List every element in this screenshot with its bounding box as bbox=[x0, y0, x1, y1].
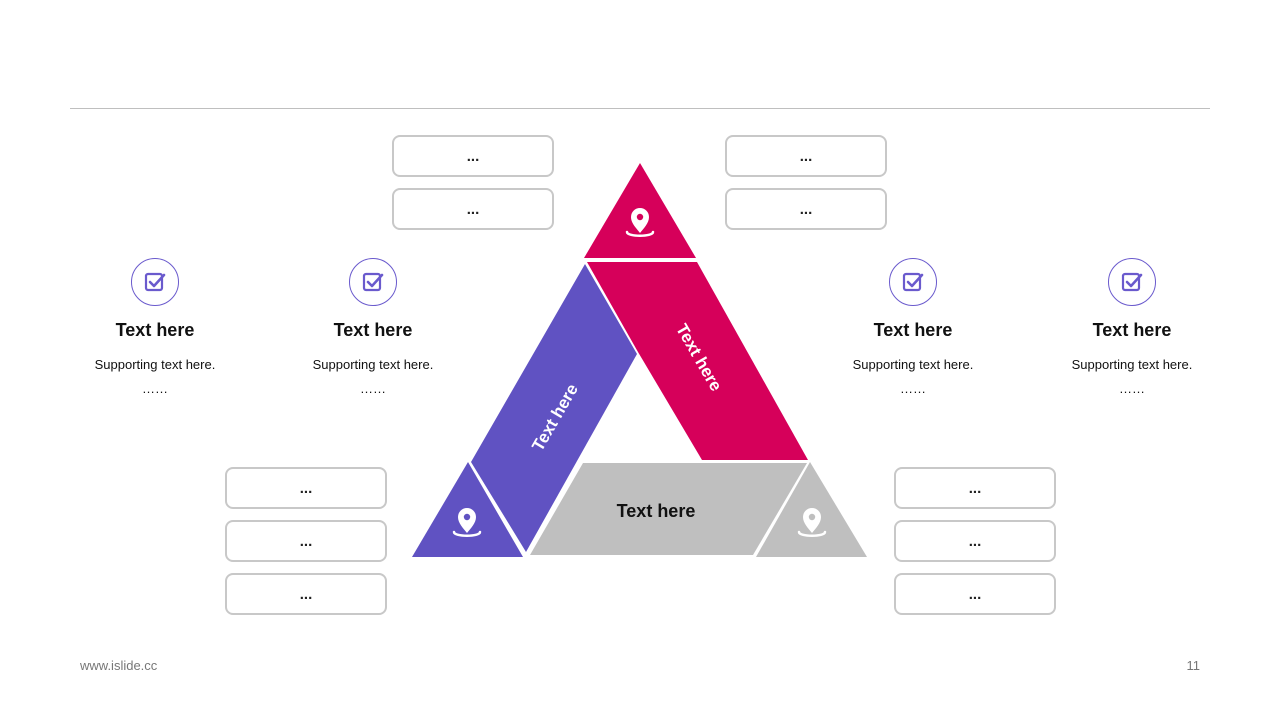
feature-title: Text here bbox=[1092, 320, 1172, 340]
checkbox-icon bbox=[131, 258, 179, 306]
location-pin-icon bbox=[452, 508, 482, 537]
feature-ellipsis: …… bbox=[900, 381, 926, 396]
right-band-segment bbox=[587, 262, 808, 460]
top-right-box-1: ... bbox=[725, 135, 887, 177]
feature-1: Text here Supporting text here. …… bbox=[55, 258, 255, 397]
feature-2: Text here Supporting text here. …… bbox=[273, 258, 473, 397]
top-right-box-2: ... bbox=[725, 188, 887, 230]
feature-ellipsis: …… bbox=[1119, 381, 1145, 396]
location-pin-icon bbox=[797, 508, 827, 537]
bottom-right-box-2: ... bbox=[894, 520, 1056, 562]
feature-title: Text here bbox=[115, 320, 195, 340]
feature-subtitle: Supporting text here. bbox=[312, 357, 434, 372]
bottom-right-box-1: ... bbox=[894, 467, 1056, 509]
checkbox-icon bbox=[349, 258, 397, 306]
bottom-band-label: Text here bbox=[617, 501, 696, 521]
feature-subtitle: Supporting text here. bbox=[1071, 357, 1193, 372]
feature-subtitle: Supporting text here. bbox=[94, 357, 216, 372]
bottom-left-box-1: ... bbox=[225, 467, 387, 509]
feature-4: Text here Supporting text here. …… bbox=[1032, 258, 1232, 397]
footer-website: www.islide.cc bbox=[80, 658, 158, 673]
feature-subtitle: Supporting text here. bbox=[852, 357, 974, 372]
bottom-left-box-2: ... bbox=[225, 520, 387, 562]
bottom-band-segment bbox=[530, 463, 807, 555]
header-divider bbox=[70, 108, 1210, 109]
left-band-segment bbox=[471, 264, 637, 552]
checkbox-icon bbox=[1108, 258, 1156, 306]
feature-ellipsis: …… bbox=[142, 381, 168, 396]
feature-3: Text here Supporting text here. …… bbox=[813, 258, 1013, 397]
bottom-right-box-3: ... bbox=[894, 573, 1056, 615]
page-number: 11 bbox=[1186, 658, 1201, 673]
location-pin-icon bbox=[625, 208, 655, 237]
feature-title: Text here bbox=[333, 320, 413, 340]
top-left-box-2: ... bbox=[392, 188, 554, 230]
top-left-box-1: ... bbox=[392, 135, 554, 177]
feature-title: Text here bbox=[873, 320, 953, 340]
feature-ellipsis: …… bbox=[360, 381, 386, 396]
checkbox-icon bbox=[889, 258, 937, 306]
bottom-left-box-3: ... bbox=[225, 573, 387, 615]
